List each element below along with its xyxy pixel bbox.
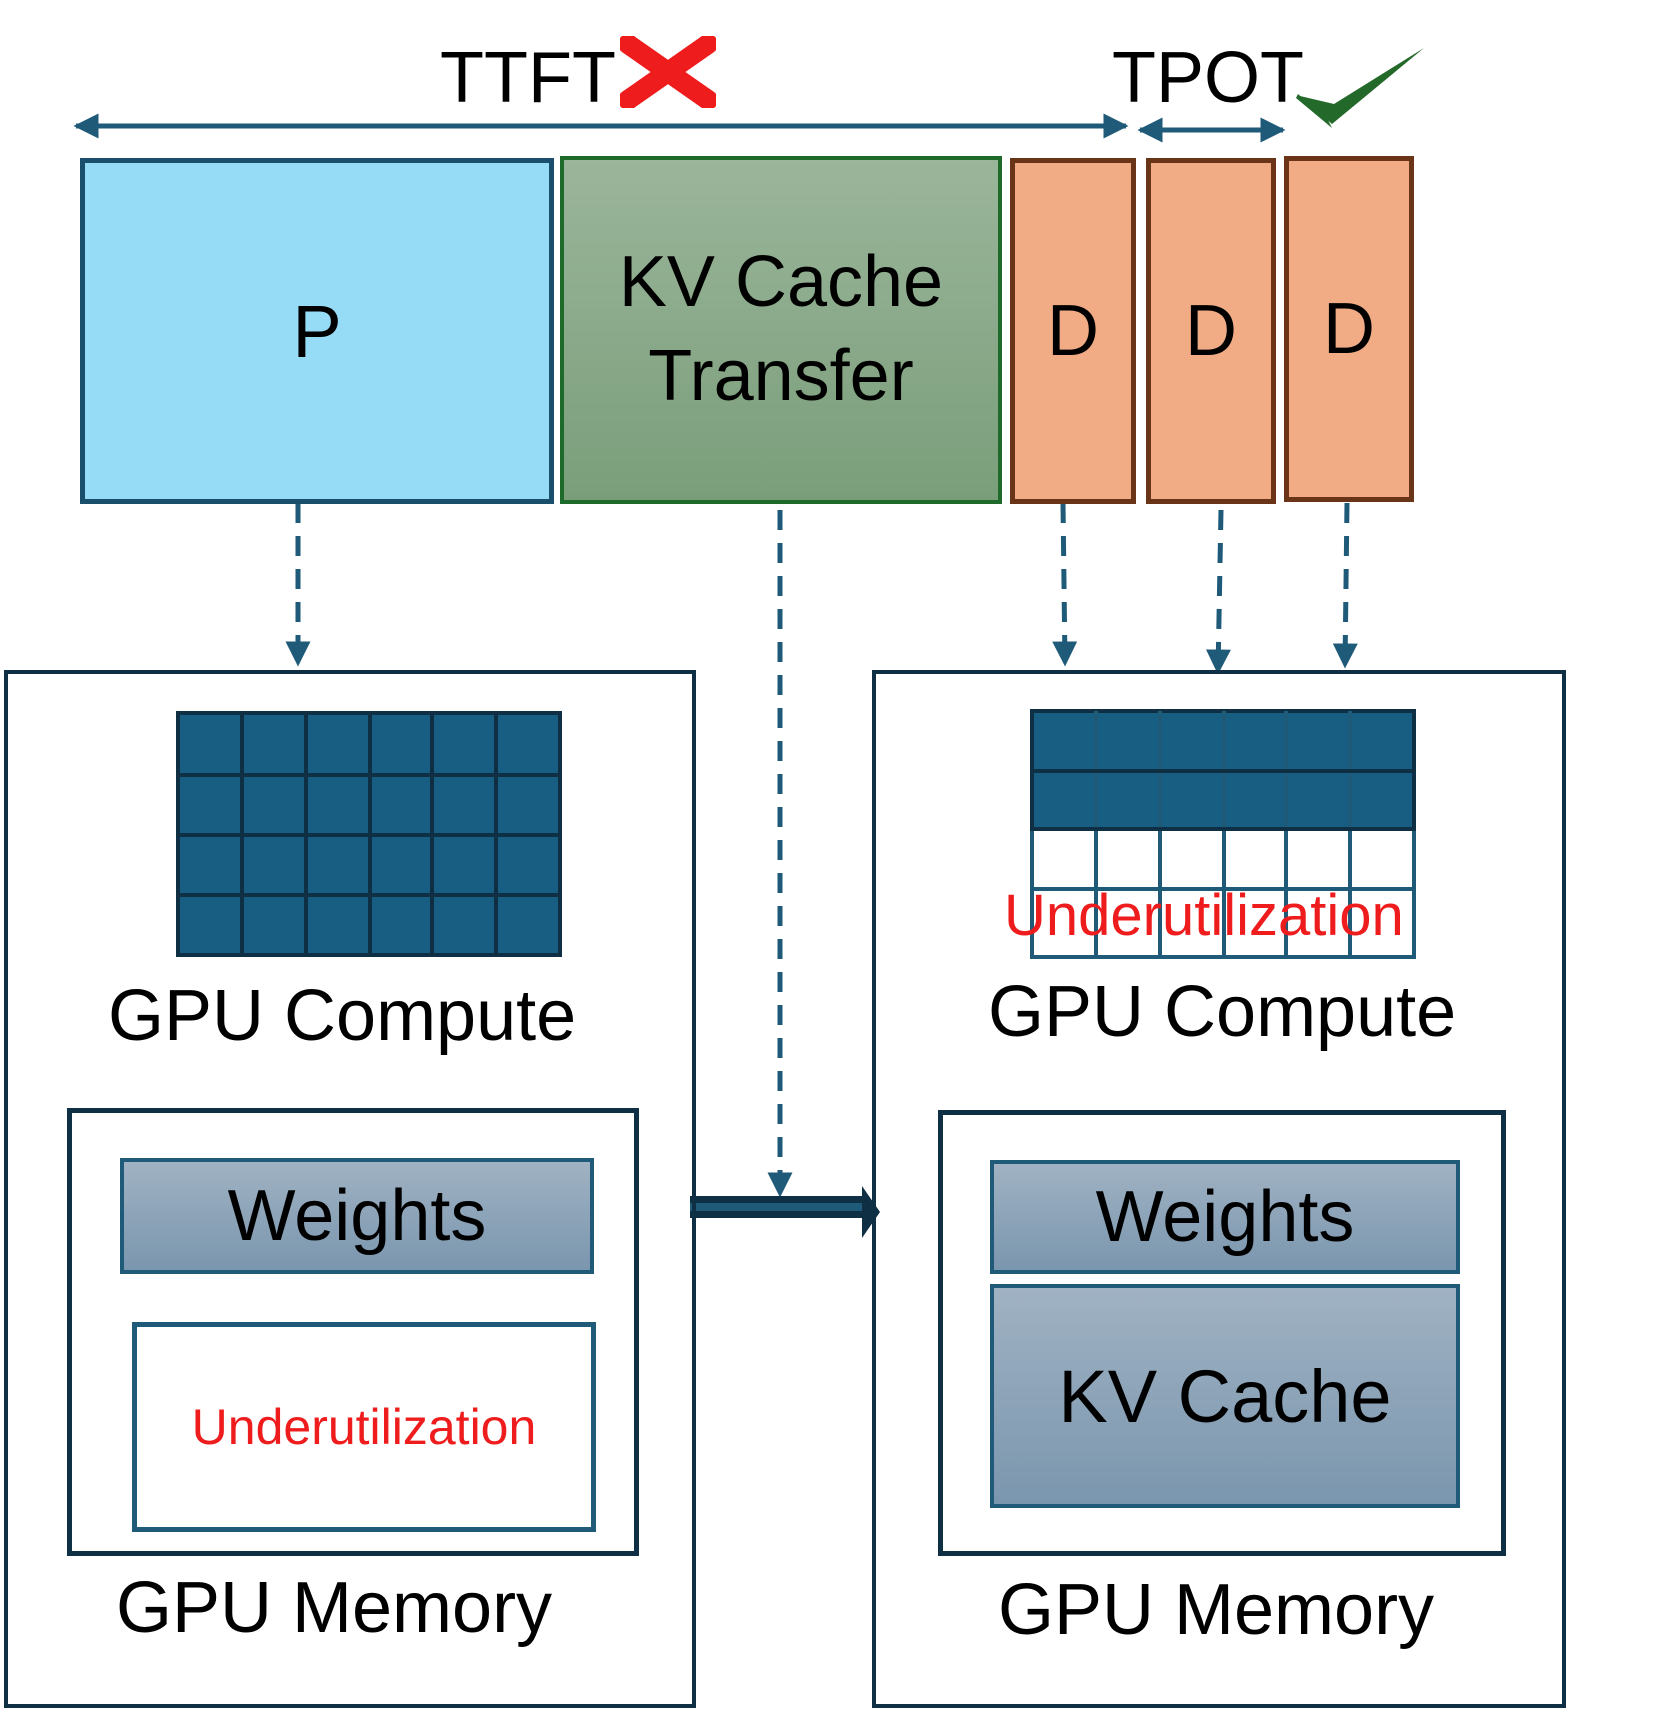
- kv-transfer-line1: KV Cache: [618, 242, 944, 323]
- decode1-arrow: [1052, 502, 1078, 667]
- decode-label-2: D: [1185, 291, 1237, 371]
- prefill-weights-block: Weights: [120, 1158, 594, 1274]
- prefill-memory-label: GPU Memory: [116, 1568, 553, 1648]
- kv-transfer-line2: Transfer: [648, 336, 914, 416]
- decode-gpu: [872, 670, 1566, 1708]
- decode-memory-box: [938, 1110, 1506, 1556]
- decode-underutilization-label: Underutilization: [1004, 883, 1404, 948]
- red-cross-icon: [620, 36, 716, 108]
- prefill-underutilization-block: Underutilization: [132, 1322, 596, 1532]
- prefill-gpu: [4, 670, 696, 1708]
- tpot-label: TPOT: [1112, 38, 1304, 118]
- kv-transfer-stage: KV Cache Transfer: [560, 156, 1002, 504]
- decode-kv-cache-block: KV Cache: [990, 1284, 1460, 1508]
- decode-weights-block: Weights: [990, 1160, 1460, 1274]
- decode-kv-cache-label: KV Cache: [1058, 1354, 1392, 1438]
- decode-stage-2: D: [1146, 158, 1276, 504]
- decode-stage-3: D: [1284, 156, 1414, 502]
- decode2-arrow: [1205, 509, 1231, 675]
- ttft-label: TTFT: [440, 38, 616, 118]
- green-check-icon: [1296, 48, 1424, 128]
- prefill-label: P: [292, 289, 342, 373]
- decode-stage-1: D: [1010, 158, 1136, 504]
- decode-weights-label: Weights: [1095, 1177, 1355, 1257]
- prefill-stage: P: [80, 158, 554, 504]
- prefill-memory-box: [67, 1108, 639, 1556]
- gpu-transfer-arrow: [690, 1186, 880, 1238]
- decode-label-1: D: [1047, 291, 1099, 371]
- decode-memory-label: GPU Memory: [998, 1570, 1435, 1650]
- decode-compute-grid: [1030, 709, 1416, 959]
- prefill-weights-label: Weights: [227, 1176, 487, 1256]
- prefill-compute-grid: [176, 711, 562, 957]
- decode-label-3: D: [1323, 289, 1375, 369]
- decode3-arrow: [1332, 502, 1358, 669]
- decode-compute-label: GPU Compute: [988, 972, 1457, 1052]
- prefill-compute-label: GPU Compute: [108, 976, 577, 1056]
- prefill-underutilization-label: Underutilization: [191, 1399, 537, 1455]
